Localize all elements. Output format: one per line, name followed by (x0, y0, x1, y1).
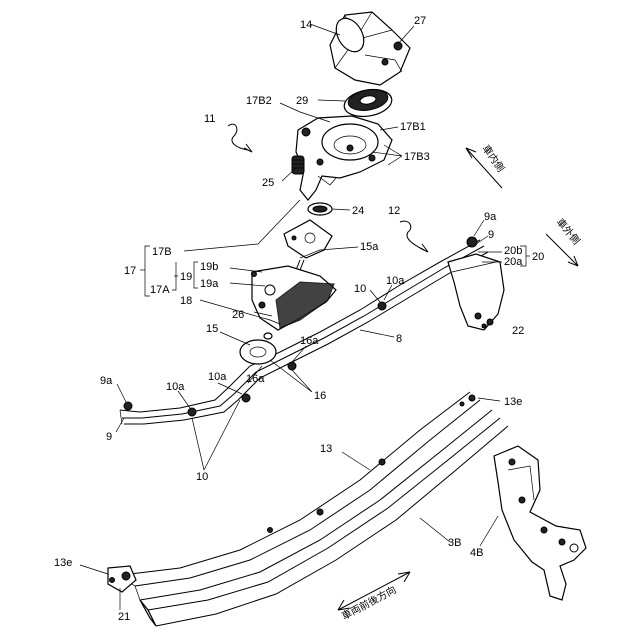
lower-rail-13 (112, 392, 508, 626)
label-10a-mid: 10a (386, 275, 405, 287)
label-13: 13 (320, 443, 332, 455)
label-18: 18 (180, 295, 192, 307)
label-9-right: 9 (488, 229, 494, 241)
label-17A: 17A (150, 284, 170, 296)
label-22: 22 (512, 325, 524, 337)
label-4B: 4B (470, 547, 483, 559)
end-bracket-21 (108, 566, 136, 592)
spring-25 (292, 156, 304, 174)
label-9-left: 9 (106, 431, 112, 443)
label-29: 29 (296, 95, 308, 107)
gear-29 (342, 86, 394, 120)
label-21: 21 (118, 611, 130, 623)
label-19a: 19a (200, 278, 219, 290)
housing-17B (296, 116, 392, 200)
label-17: 17 (124, 265, 136, 277)
leader-11 (228, 124, 248, 150)
label-11: 11 (204, 113, 215, 125)
direction-label-outer: 車外側 (554, 216, 583, 247)
label-9a-right: 9a (484, 211, 497, 223)
bracket-4B (494, 446, 586, 600)
label-10-mid: 10 (354, 283, 366, 295)
label-14: 14 (300, 19, 312, 31)
label-8: 8 (396, 333, 402, 345)
label-20a: 20a (504, 256, 523, 268)
label-16a-b: 16a (246, 373, 265, 385)
washer-24 (308, 203, 332, 215)
label-group: 14 27 29 17B2 17B1 11 17B3 25 24 12 9a 9… (54, 15, 583, 623)
carrier-17A (252, 266, 337, 330)
label-10a-left1: 10a (166, 381, 185, 393)
label-10a-left2: 10a (208, 371, 227, 383)
label-17B1: 17B1 (400, 121, 426, 133)
label-13e-right: 13e (504, 396, 522, 408)
label-15a: 15a (360, 241, 379, 253)
direction-label-inner: 車内側 (480, 142, 508, 174)
roller-9-right (467, 237, 477, 247)
upper-rail-8 (120, 240, 488, 424)
label-24: 24 (352, 205, 364, 217)
label-15: 15 (206, 323, 218, 335)
bracket-20 (448, 254, 504, 330)
label-12: 12 (388, 205, 400, 217)
label-19b: 19b (200, 261, 218, 273)
motor-assembly (330, 12, 410, 85)
label-17B2: 17B2 (246, 95, 272, 107)
label-20: 20 (532, 251, 544, 263)
leader-11-arrow (244, 144, 252, 152)
label-17B: 17B (152, 246, 172, 258)
leader-12 (400, 221, 424, 250)
pulley-15 (240, 333, 276, 364)
label-26: 26 (232, 309, 244, 321)
direction-label-front-rear: 車両前後方向 (339, 583, 398, 623)
plate-15a (284, 220, 332, 258)
label-25: 25 (262, 177, 274, 189)
label-19: 19 (180, 271, 192, 283)
label-16: 16 (314, 390, 326, 402)
label-10-left: 10 (196, 471, 208, 483)
label-17B3: 17B3 (404, 151, 430, 163)
label-9a-left: 9a (100, 375, 113, 387)
label-27: 27 (414, 15, 426, 27)
label-3B: 3B (448, 537, 461, 549)
label-13e-left: 13e (54, 557, 72, 569)
label-16a-a: 16a (300, 335, 319, 347)
